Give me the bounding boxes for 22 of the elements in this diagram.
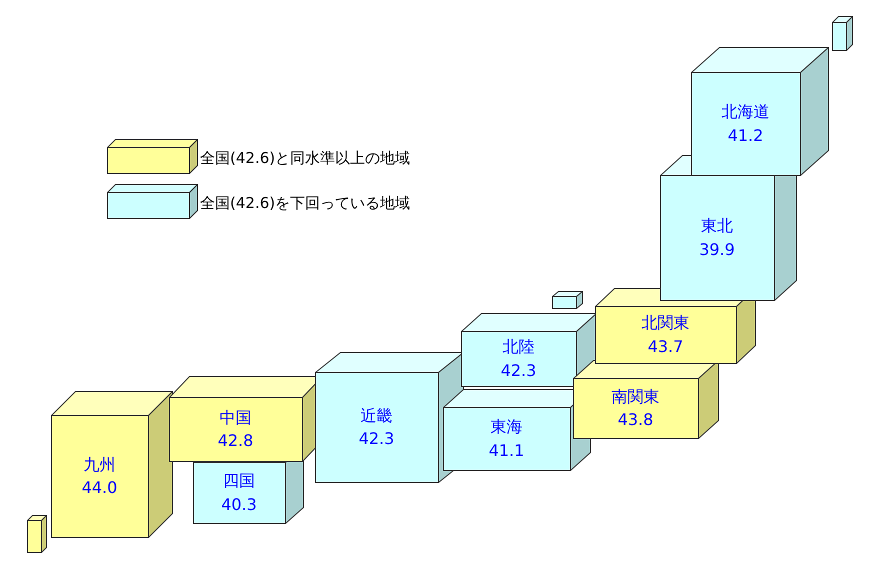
region-name: 北関東: [642, 312, 690, 334]
region-name: 東海: [490, 416, 522, 438]
region-name: 近畿: [360, 404, 392, 427]
region-name: 北陸: [502, 336, 534, 358]
region-name: 東北: [701, 215, 733, 238]
region-value: 39.9: [699, 238, 735, 260]
region-value: 43.8: [618, 409, 654, 431]
legend-label: 全国(42.6)を下回っている地域: [200, 194, 410, 213]
region-value: 43.7: [648, 336, 684, 358]
region-value: 42.3: [500, 360, 536, 382]
region-value: 41.2: [728, 124, 764, 146]
region-name: 南関東: [612, 386, 660, 408]
region-name: 四国: [223, 470, 255, 492]
region-value: 44.0: [82, 477, 118, 499]
region-name: 北海道: [722, 101, 770, 124]
region-name: 中国: [220, 406, 252, 429]
region-value: 42.8: [218, 430, 254, 452]
region-value: 40.3: [221, 494, 257, 516]
region-value: 41.1: [488, 440, 524, 462]
region-name: 九州: [84, 454, 116, 476]
region-value: 42.3: [358, 428, 394, 450]
legend-label: 全国(42.6)と同水準以上の地域: [200, 149, 410, 168]
